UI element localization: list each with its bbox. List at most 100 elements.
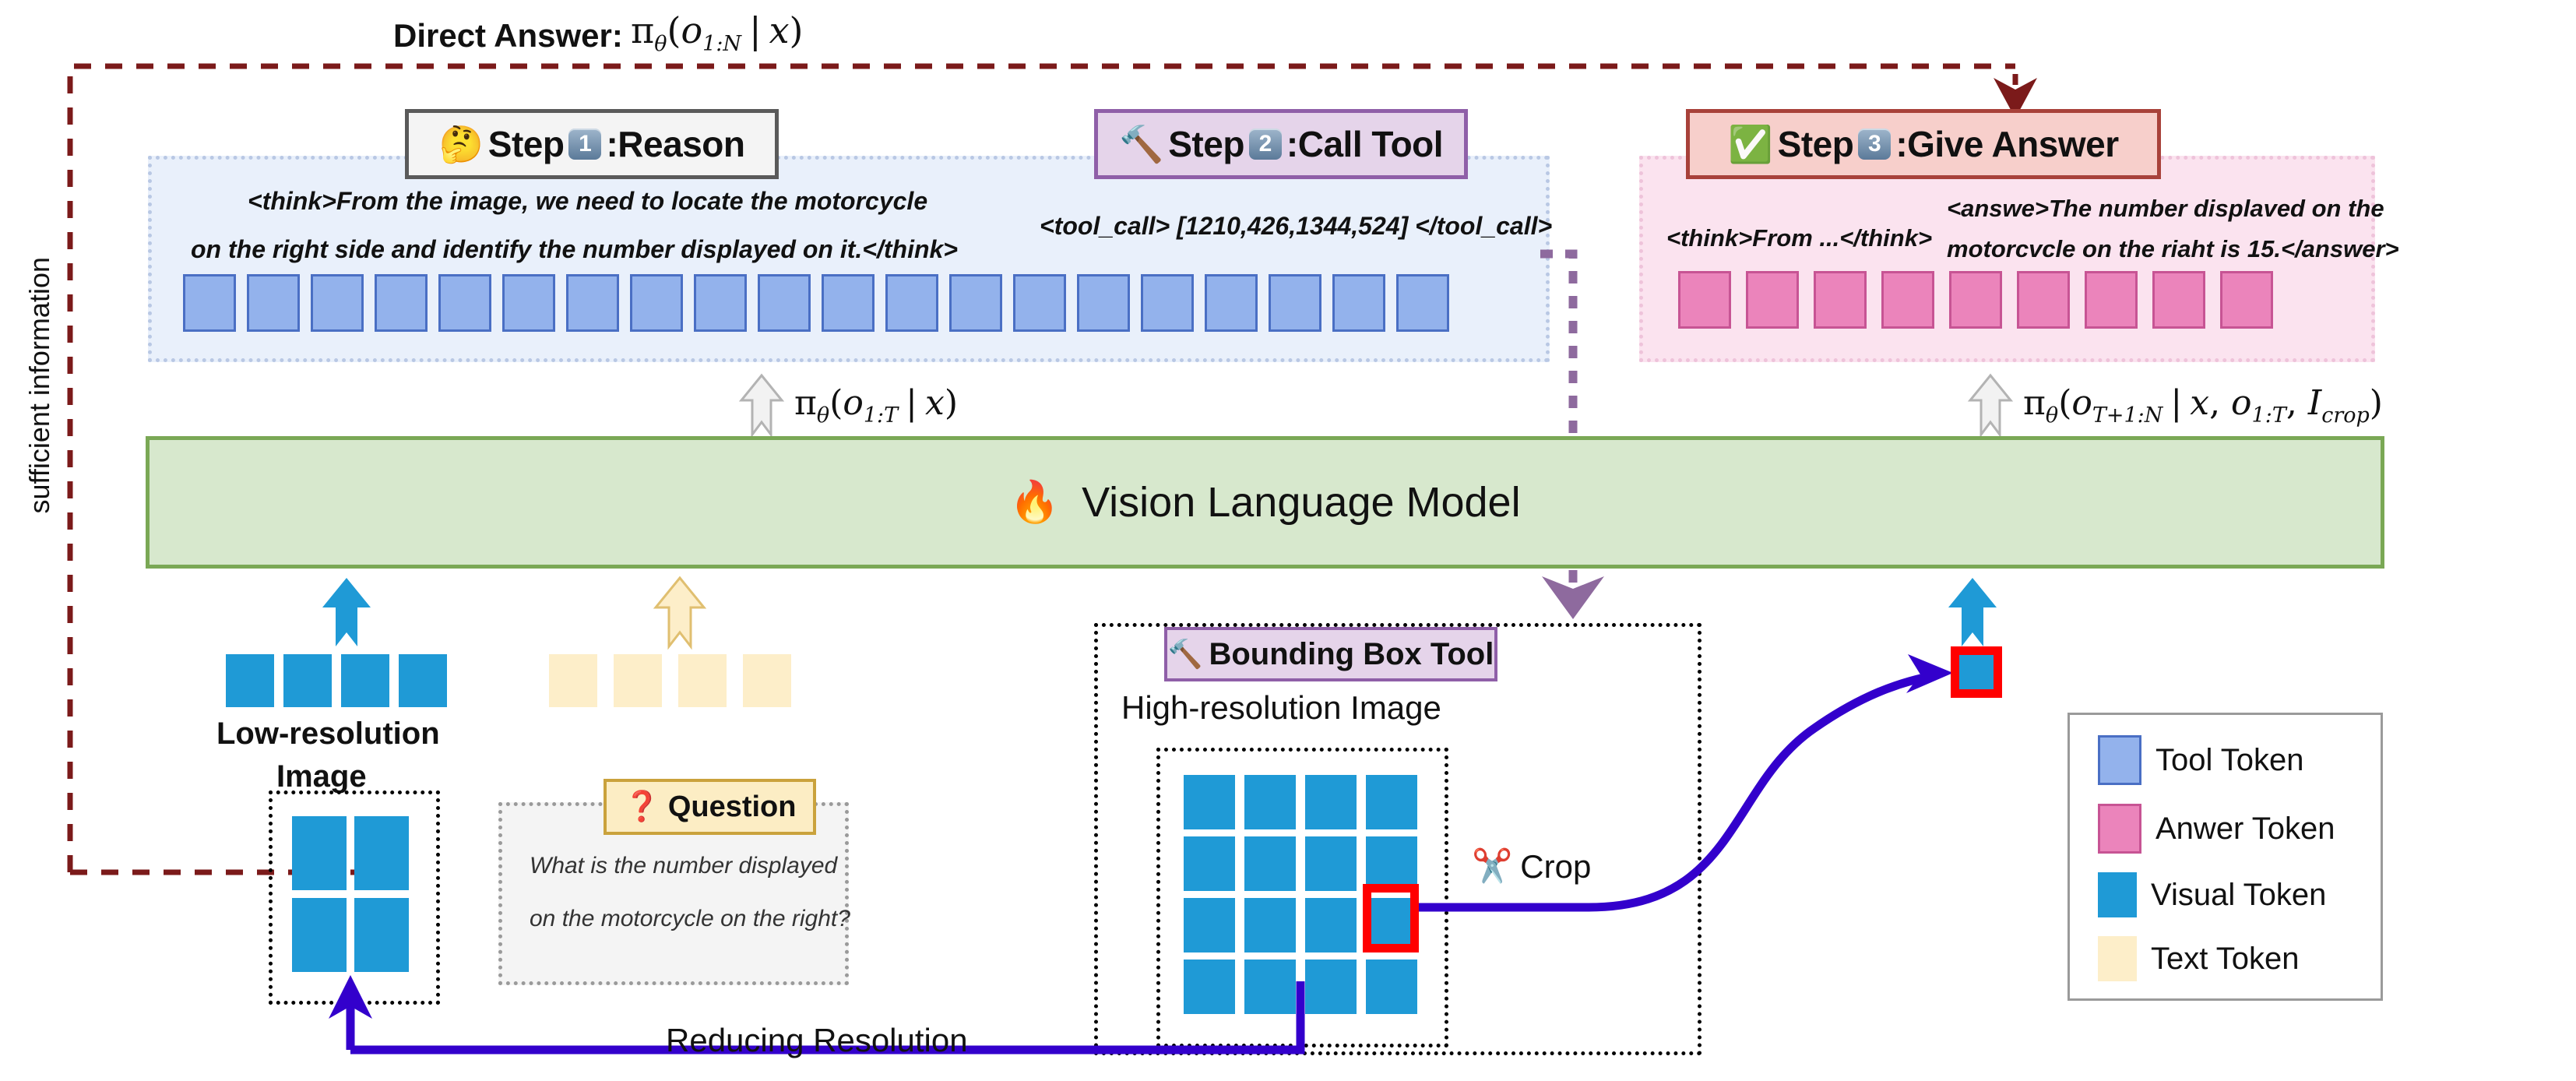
text-token: [743, 654, 791, 707]
text-token-row: [549, 654, 808, 707]
question-header[interactable]: ❓ Question: [604, 779, 816, 835]
high-res-cell: [1305, 960, 1357, 1014]
hammer-icon: 🔨: [1167, 638, 1203, 670]
answer-token: [1746, 271, 1799, 329]
reason-text-line-1: <think>From the image, we need to locate…: [248, 187, 928, 215]
answer-text-line-2: motorcvcle on the riaht is 15.</answer>: [1947, 235, 2399, 262]
tool-token-row: [183, 274, 1460, 332]
step-1-word: Step: [487, 124, 565, 164]
step-1-header[interactable]: 🤔 Step 1 :Reason: [405, 109, 779, 179]
answer-token: [1814, 271, 1867, 329]
step-2-header[interactable]: 🔨 Step 2 :Call Tool: [1094, 109, 1468, 179]
answer-token: [1881, 271, 1934, 329]
legend-item: Tool Token: [2098, 735, 2381, 785]
bounding-box-tool-label: Bounding Box Tool: [1209, 636, 1494, 671]
crop-token-up-arrow: [1948, 578, 1997, 646]
thinking-face-icon: 🤔: [438, 124, 484, 164]
legend-label-tool-token: Tool Token: [2155, 742, 2304, 777]
high-res-cell: [1244, 960, 1296, 1014]
low-res-cell: [292, 816, 347, 890]
tool-token: [247, 274, 300, 332]
tool-token: [1141, 274, 1194, 332]
question-line-1: What is the number displayed: [530, 853, 838, 879]
check-mark-icon: ✅: [1728, 124, 1773, 164]
visual-token: [283, 654, 332, 707]
high-res-cell: [1305, 898, 1357, 952]
direct-answer-text: Direct Answer:: [393, 17, 623, 54]
low-res-cell: [354, 816, 409, 890]
tool-call-text: <tool_call> [1210,426,1344,524] </tool_c…: [1040, 212, 1553, 240]
low-res-cell: [354, 898, 409, 972]
tool-token: [694, 274, 747, 332]
legend-swatch-visual-token: [2098, 872, 2137, 917]
visual-token: [399, 654, 447, 707]
step-2-number: 2: [1248, 129, 1282, 160]
tool-token: [1077, 274, 1130, 332]
high-res-cell: [1184, 836, 1235, 891]
crop-label-group: ✂️ Crop: [1472, 847, 1591, 886]
high-res-image-grid: [1184, 775, 1417, 1016]
answer-probability-formula: πθ(oT+1:N|x, o1:T, Icrop): [2023, 383, 2383, 428]
reason-up-arrow: [738, 373, 785, 438]
tool-token: [1205, 274, 1258, 332]
low-res-label-line-2: Image: [276, 759, 367, 794]
bounding-box-selection[interactable]: [1363, 884, 1419, 952]
legend-label-answer-token: Anwer Token: [2155, 811, 2335, 846]
cropped-visual-token: [1951, 646, 2002, 698]
low-res-image-grid: [292, 816, 409, 972]
low-res-label-line-1: Low-resolution: [216, 717, 440, 751]
vision-language-model-bar: 🔥 Vision Language Model: [146, 436, 2384, 569]
answer-token: [2017, 271, 2070, 329]
tool-token: [822, 274, 875, 332]
answer-text-line-1: <answe>The number displaved on the: [1947, 195, 2384, 222]
tool-token: [311, 274, 364, 332]
bounding-box-tool-header[interactable]: 🔨 Bounding Box Tool: [1164, 627, 1497, 681]
tool-token: [375, 274, 428, 332]
bounding-box-tool-area: [1094, 623, 1701, 1055]
direct-answer-formula: πθ(o1:N|x): [631, 9, 804, 57]
reason-text-line-2: on the right side and identify the numbe…: [191, 235, 958, 263]
answer-token: [2085, 271, 2138, 329]
vlm-label: Vision Language Model: [1082, 479, 1521, 526]
fire-icon: 🔥: [1009, 480, 1061, 525]
reducing-resolution-label: Reducing Resolution: [666, 1022, 968, 1058]
answer-token-row: [1678, 271, 2288, 329]
legend-label-visual-token: Visual Token: [2151, 877, 2327, 912]
legend-swatch-tool-token: [2098, 735, 2141, 785]
high-res-cell: [1305, 775, 1357, 829]
legend-item: Text Token: [2098, 936, 2381, 981]
tool-token: [183, 274, 236, 332]
visual-token-row: [226, 654, 456, 707]
question-line-2: on the motorcycle on the right?: [530, 906, 850, 931]
text-token: [678, 654, 727, 707]
answer-up-arrow: [1967, 373, 2014, 438]
legend-label-text-token: Text Token: [2151, 941, 2300, 976]
step-3-number: 3: [1858, 129, 1892, 160]
legend-box: Tool Token Anwer Token Visual Token Text…: [2067, 713, 2383, 1001]
question-mark-icon: ❓: [623, 791, 660, 823]
tool-token: [566, 274, 619, 332]
high-res-cell: [1366, 836, 1417, 891]
step-3-header[interactable]: ✅ Step 3 :Give Answer: [1686, 109, 2161, 179]
tool-token: [502, 274, 555, 332]
step-1-label: :Reason: [606, 124, 745, 164]
hammer-icon: 🔨: [1118, 124, 1164, 164]
text-token: [549, 654, 597, 707]
step-3-label: :Give Answer: [1895, 124, 2119, 164]
step-1-number: 1: [568, 129, 602, 160]
tool-token: [630, 274, 683, 332]
tool-token: [1332, 274, 1385, 332]
step-3-word: Step: [1777, 124, 1854, 164]
high-res-cell: [1184, 960, 1235, 1014]
step-2-label: :Call Tool: [1286, 124, 1444, 164]
answer-token: [1678, 271, 1731, 329]
legend-swatch-text-token: [2098, 936, 2137, 981]
high-res-cell: [1184, 898, 1235, 952]
tool-token: [885, 274, 938, 332]
legend-item: Visual Token: [2098, 872, 2381, 917]
high-res-cell: [1244, 775, 1296, 829]
step-2-word: Step: [1168, 124, 1244, 164]
